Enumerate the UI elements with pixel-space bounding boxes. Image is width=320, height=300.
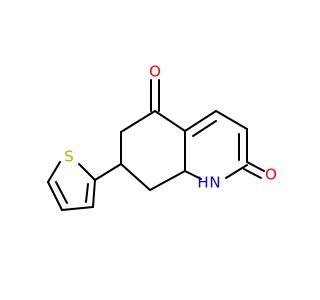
atom-s-thiophene: S <box>64 147 74 166</box>
structure-canvas: O O H N S <box>47 62 277 211</box>
atom-o-right: O <box>265 165 277 184</box>
bond-c4-c3 <box>215 110 248 130</box>
bond-tc2-s <box>78 163 96 181</box>
bond-c4a-c4-inner <box>192 120 217 137</box>
structure-diagram <box>47 79 265 211</box>
bond-c8-c8a <box>149 170 186 191</box>
atom-nh-nitrogen: N <box>209 173 221 192</box>
bond-s-tc5 <box>47 161 61 183</box>
bond-c7-thiophene <box>94 163 122 181</box>
bond-tc3-tc2-a <box>92 179 96 208</box>
bond-c2-n <box>225 164 248 179</box>
bond-c4a-c4 <box>184 110 217 132</box>
bond-c2-o-b <box>243 168 262 179</box>
bonds <box>47 79 265 211</box>
bond-tc5-tc4-b <box>55 181 68 204</box>
atom-nh-hydrogen: H <box>197 173 209 192</box>
bond-n-c8a <box>184 170 202 180</box>
bond-c5-c6 <box>120 110 156 133</box>
atom-o-top: O <box>149 62 161 81</box>
bond-tc5-tc4-a <box>47 181 63 211</box>
bond-c7-c8 <box>120 163 151 191</box>
bond-tc4-tc3 <box>61 206 94 211</box>
bond-c2-o-a <box>246 161 265 172</box>
bond-tc3-tc2-b <box>85 183 89 203</box>
bond-c4a-c5 <box>154 110 186 132</box>
